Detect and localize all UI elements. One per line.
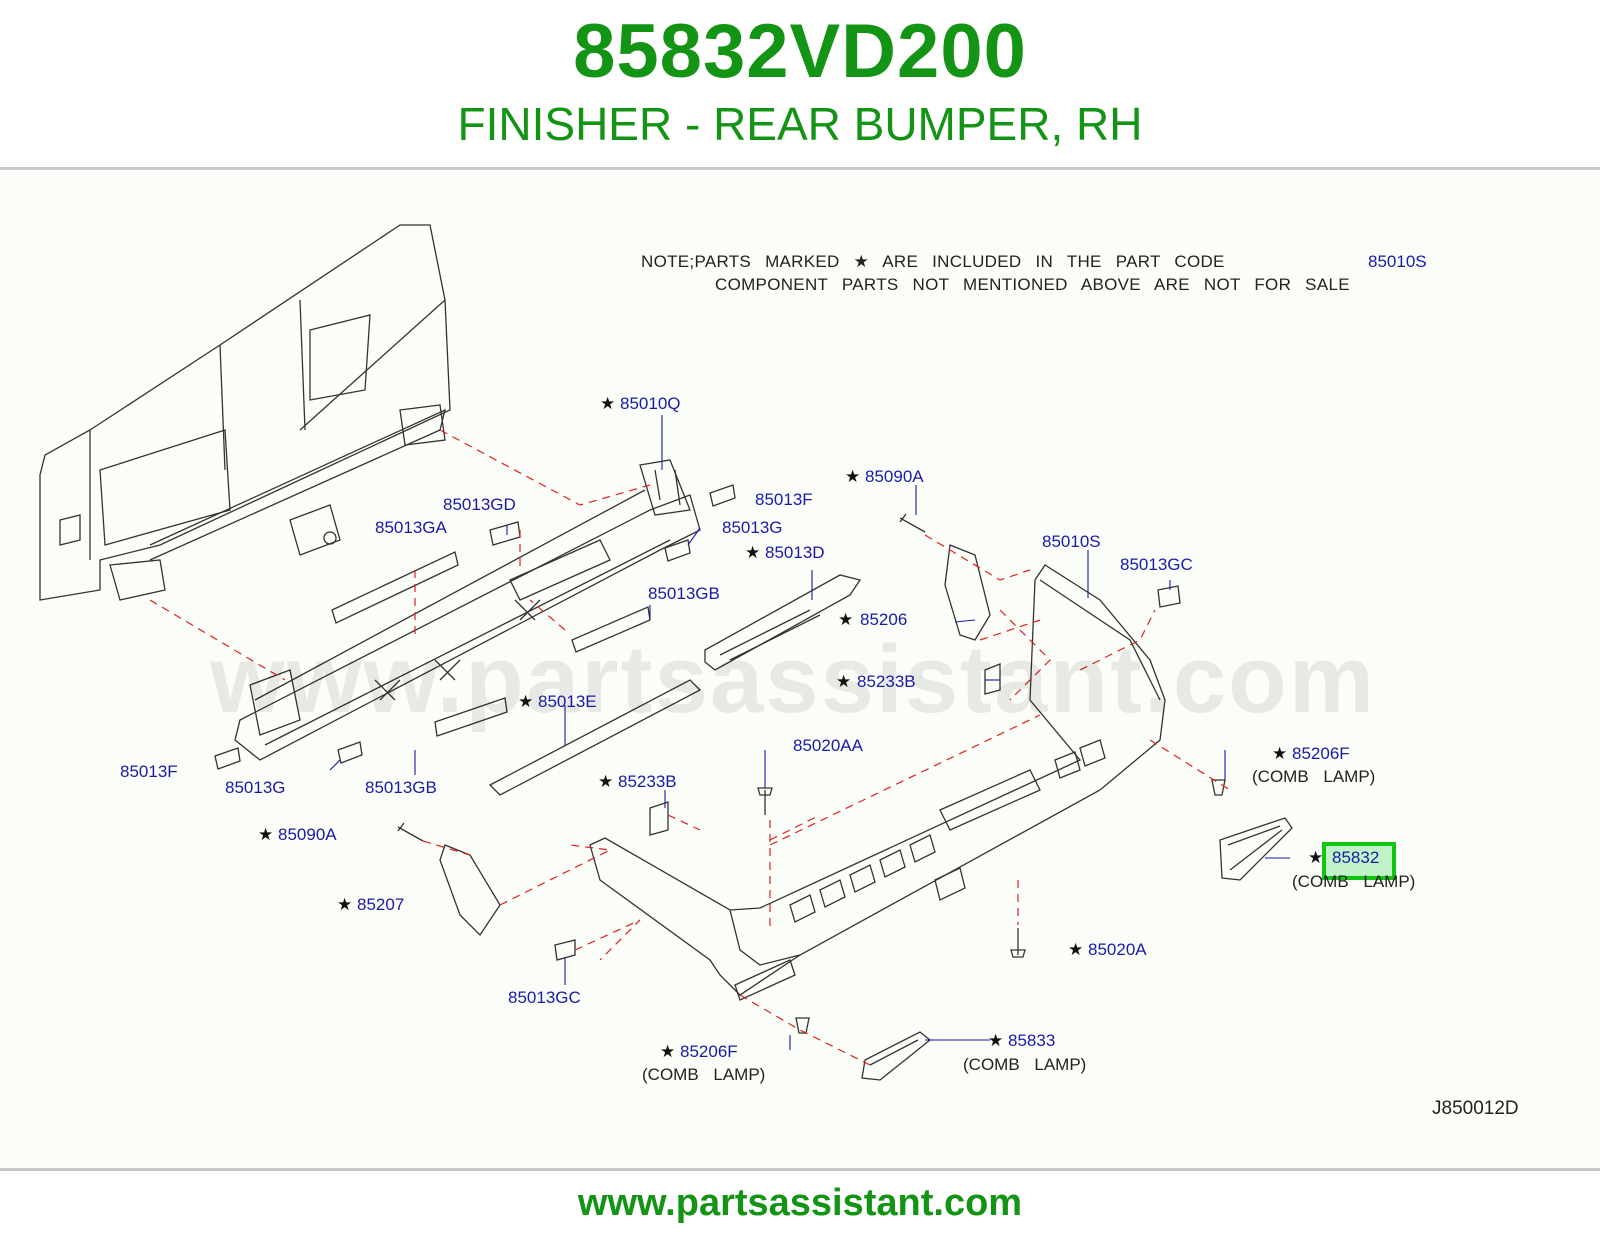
clip-85233B-top <box>984 663 1001 695</box>
bracket-85206 <box>944 544 991 641</box>
part-label-85013GD[interactable]: 85013GD <box>443 495 516 514</box>
lamp-finisher-85833 <box>861 1031 932 1081</box>
bolt-85020AA <box>757 787 773 815</box>
pad-85013GC-top <box>1157 585 1181 608</box>
included-star: ★ <box>1272 744 1288 763</box>
part-label-85010S[interactable]: 85010S <box>1042 532 1101 551</box>
part-label-85233B-mid[interactable]: 85233B <box>618 772 677 791</box>
leader-lines <box>329 415 1290 1050</box>
part-label-85013F-top[interactable]: 85013F <box>755 490 813 509</box>
included-star: ★ <box>1068 940 1084 959</box>
part-label-85013D[interactable]: 85013D <box>765 543 825 562</box>
part-label-85013GB-left[interactable]: 85013GB <box>365 778 437 797</box>
part-label-85013G-left[interactable]: 85013G <box>225 778 286 797</box>
bracket-85207 <box>439 844 501 937</box>
clip-85206F-top <box>1211 779 1226 796</box>
part-label-85832[interactable]: 85832 <box>1332 848 1380 867</box>
strip-85013E <box>488 679 702 796</box>
note-line-1: NOTE;PARTS MARKED ★ ARE INCLUDED IN THE … <box>641 252 1225 271</box>
part-label-85013G-top[interactable]: 85013G <box>722 518 783 537</box>
part-label-85013GC-top[interactable]: 85013GC <box>1120 555 1193 574</box>
alignment-lines <box>149 429 1231 1066</box>
page-subtitle-description: FINISHER - REAR BUMPER, RH <box>457 98 1143 150</box>
pad-85013D <box>704 574 862 671</box>
included-star: ★ <box>337 895 353 914</box>
footer-divider <box>0 1168 1600 1171</box>
watermark: www.partsassistant.com <box>210 626 1377 733</box>
comb-lamp-note: (COMB LAMP) <box>642 1065 766 1084</box>
sticker-85013GB-left <box>434 697 508 737</box>
note-line-2: COMPONENT PARTS NOT MENTIONED ABOVE ARE … <box>715 275 1350 294</box>
footer-website-link[interactable]: www.partsassistant.com <box>577 1182 1023 1224</box>
selected-part-highlight <box>1322 842 1396 880</box>
part-label-85013GA[interactable]: 85013GA <box>375 518 447 537</box>
pad-85013GC-bottom <box>554 939 576 961</box>
bolt-85020A <box>1010 928 1026 958</box>
part-label-85206F-top[interactable]: 85206F <box>1292 744 1350 763</box>
part-label-85233B-top[interactable]: 85233B <box>857 672 916 691</box>
part-label-85206F-bottom[interactable]: 85206F <box>680 1042 738 1061</box>
sticker-85013GA <box>331 551 459 624</box>
part-label-85090A-left[interactable]: 85090A <box>278 825 337 844</box>
part-label-85013E[interactable]: 85013E <box>538 692 597 711</box>
rear-bumper-fascia <box>589 564 1166 1001</box>
included-star: ★ <box>745 543 761 562</box>
page-title-part-code: 85832VD200 <box>573 9 1027 94</box>
included-star: ★ <box>660 1042 676 1061</box>
header-divider <box>0 167 1600 170</box>
included-star: ★ <box>518 692 534 711</box>
part-label-85020AA[interactable]: 85020AA <box>793 736 863 755</box>
diagram-panel <box>0 172 1600 1172</box>
screw-85090A-left <box>397 822 424 842</box>
included-star: ★ <box>1308 848 1324 867</box>
included-star: ★ <box>838 610 854 629</box>
included-star: ★ <box>598 772 614 791</box>
part-label-85833[interactable]: 85833 <box>1008 1031 1056 1050</box>
included-star: ★ <box>988 1031 1004 1050</box>
included-star: ★ <box>836 672 852 691</box>
part-label-85206[interactable]: 85206 <box>860 610 908 629</box>
note-part-code[interactable]: 85010S <box>1368 252 1427 271</box>
comb-lamp-note: (COMB LAMP) <box>1252 767 1376 786</box>
part-label-85010Q[interactable]: 85010Q <box>620 394 681 413</box>
diagram-id: J850012D <box>1432 1098 1519 1119</box>
part-label-85090A-top[interactable]: 85090A <box>865 467 924 486</box>
comb-lamp-note: (COMB LAMP) <box>963 1055 1087 1074</box>
vehicle-body-rear <box>39 224 451 601</box>
part-label-85013F-left[interactable]: 85013F <box>120 762 178 781</box>
included-star: ★ <box>845 467 861 486</box>
screw-85090A-top <box>899 513 926 533</box>
part-label-85020A[interactable]: 85020A <box>1088 940 1147 959</box>
comb-lamp-note: (COMB LAMP) <box>1292 872 1416 891</box>
lamp-finisher-85832 <box>1219 817 1293 881</box>
part-label-85013GB-top[interactable]: 85013GB <box>648 584 720 603</box>
included-star: ★ <box>600 394 616 413</box>
clip-85233B-mid <box>649 801 669 836</box>
part-label-85207[interactable]: 85207 <box>357 895 405 914</box>
part-label-85013GC-bottom[interactable]: 85013GC <box>508 988 581 1007</box>
included-star: ★ <box>258 825 274 844</box>
